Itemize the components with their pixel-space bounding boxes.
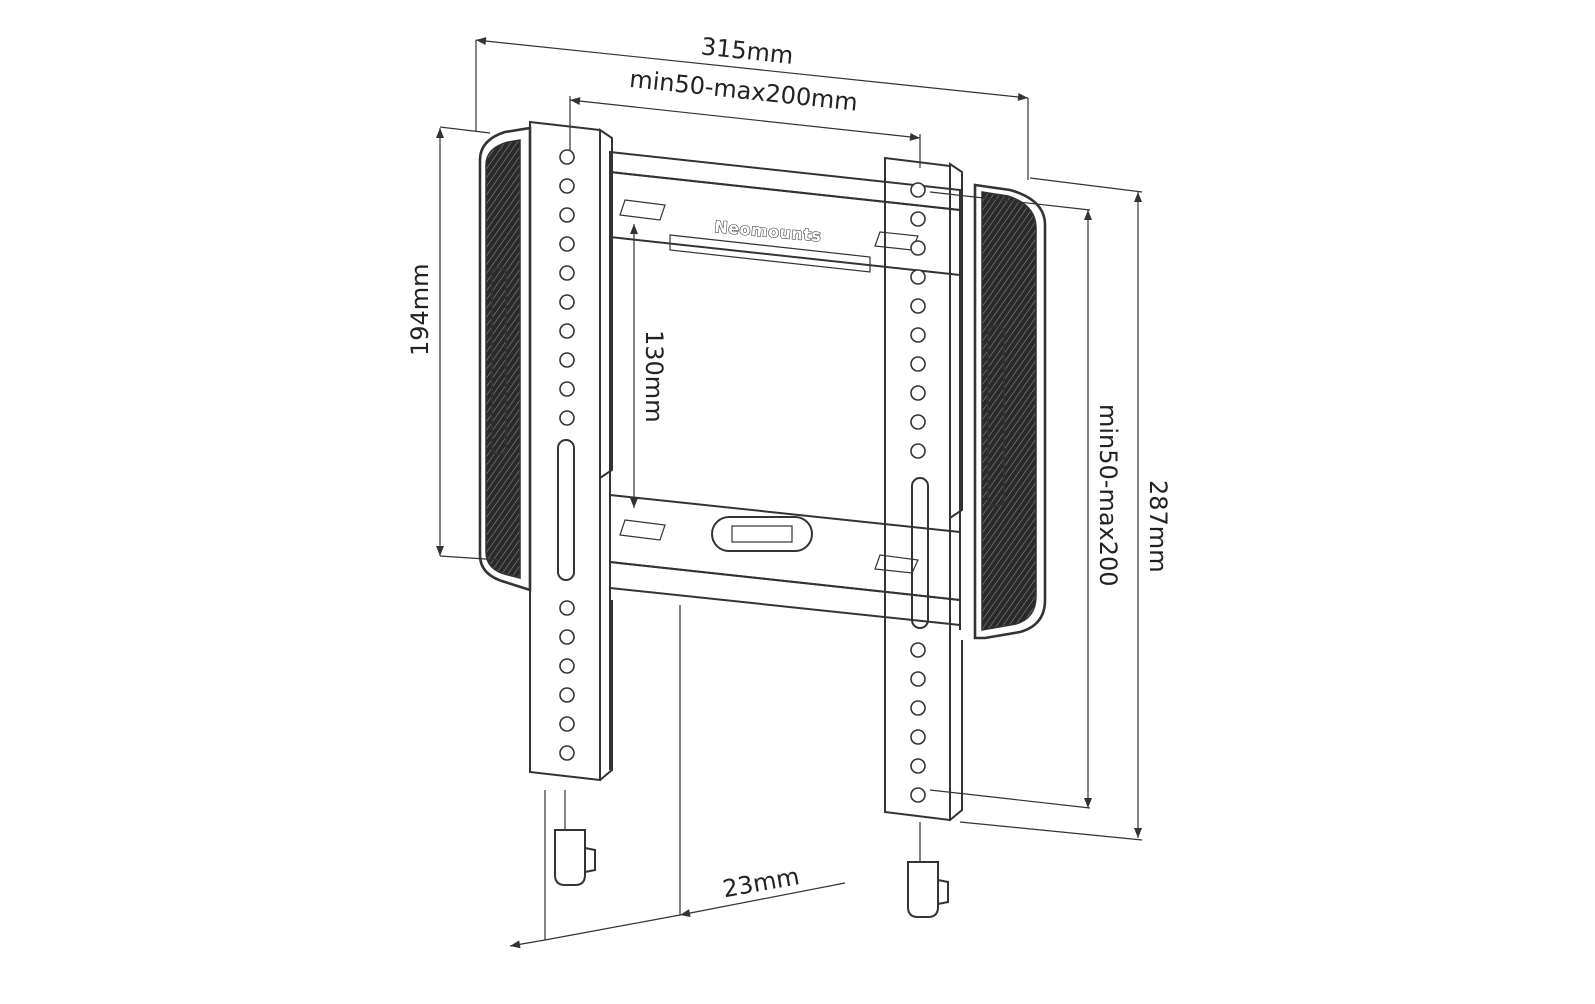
dimension-wall-distance: 23mm	[509, 862, 846, 949]
dimension-vesa-vertical: min50-max200	[929, 191, 1122, 809]
mounting-hole	[559, 149, 575, 165]
left-arm-holes-bottom	[559, 600, 575, 761]
dimension-overall-height: 287mm	[959, 177, 1172, 841]
mounting-hole	[910, 385, 926, 401]
mounting-hole	[910, 182, 926, 198]
mounting-hole	[559, 381, 575, 397]
mounting-hole	[559, 294, 575, 310]
mounting-hole	[910, 758, 926, 774]
wall-plate: Neomounts	[609, 150, 961, 915]
mounting-hole	[910, 642, 926, 658]
overall-height-label: 287mm	[1144, 480, 1172, 573]
left-arm-holes-top	[559, 149, 575, 426]
mounting-hole	[559, 629, 575, 645]
mounting-hole	[910, 211, 926, 227]
mounting-hole	[910, 298, 926, 314]
mounting-hole	[559, 265, 575, 281]
dimension-frame-height: 130mm	[630, 224, 668, 508]
wall-distance-label: 23mm	[721, 862, 802, 903]
left-pad	[478, 126, 532, 592]
mounting-hole	[910, 443, 926, 459]
mounting-hole	[559, 352, 575, 368]
mounting-hole	[910, 671, 926, 687]
mounting-hole	[910, 414, 926, 430]
right-arm	[884, 156, 963, 918]
frame-height-label: 130mm	[640, 330, 668, 423]
mounting-hole	[910, 356, 926, 372]
mounting-hole	[559, 178, 575, 194]
mounting-hole	[559, 410, 575, 426]
right-arm-holes-bottom	[910, 642, 926, 803]
dimension-overall-width: 315mm	[475, 32, 1029, 180]
dimension-pad-height: 194mm	[406, 126, 501, 561]
mounting-hole	[559, 207, 575, 223]
mounting-hole	[910, 729, 926, 745]
mounting-hole	[559, 323, 575, 339]
mounting-hole	[559, 716, 575, 732]
vesa-vertical-label: min50-max200	[1094, 404, 1122, 587]
left-arm	[529, 120, 613, 940]
mounting-hole	[559, 658, 575, 674]
right-arm-holes-top	[910, 182, 926, 459]
mounting-hole	[910, 700, 926, 716]
pad-height-label: 194mm	[406, 263, 434, 356]
right-pad	[973, 183, 1047, 640]
overall-width-label: 315mm	[700, 32, 795, 70]
mounting-hole	[559, 745, 575, 761]
vesa-horizontal-label: min50-max200mm	[628, 65, 859, 117]
mounting-hole	[559, 600, 575, 616]
mounting-hole	[910, 269, 926, 285]
mounting-hole	[559, 236, 575, 252]
mounting-hole	[910, 240, 926, 256]
mounting-hole	[559, 687, 575, 703]
mounting-hole	[910, 327, 926, 343]
mounting-hole	[910, 787, 926, 803]
